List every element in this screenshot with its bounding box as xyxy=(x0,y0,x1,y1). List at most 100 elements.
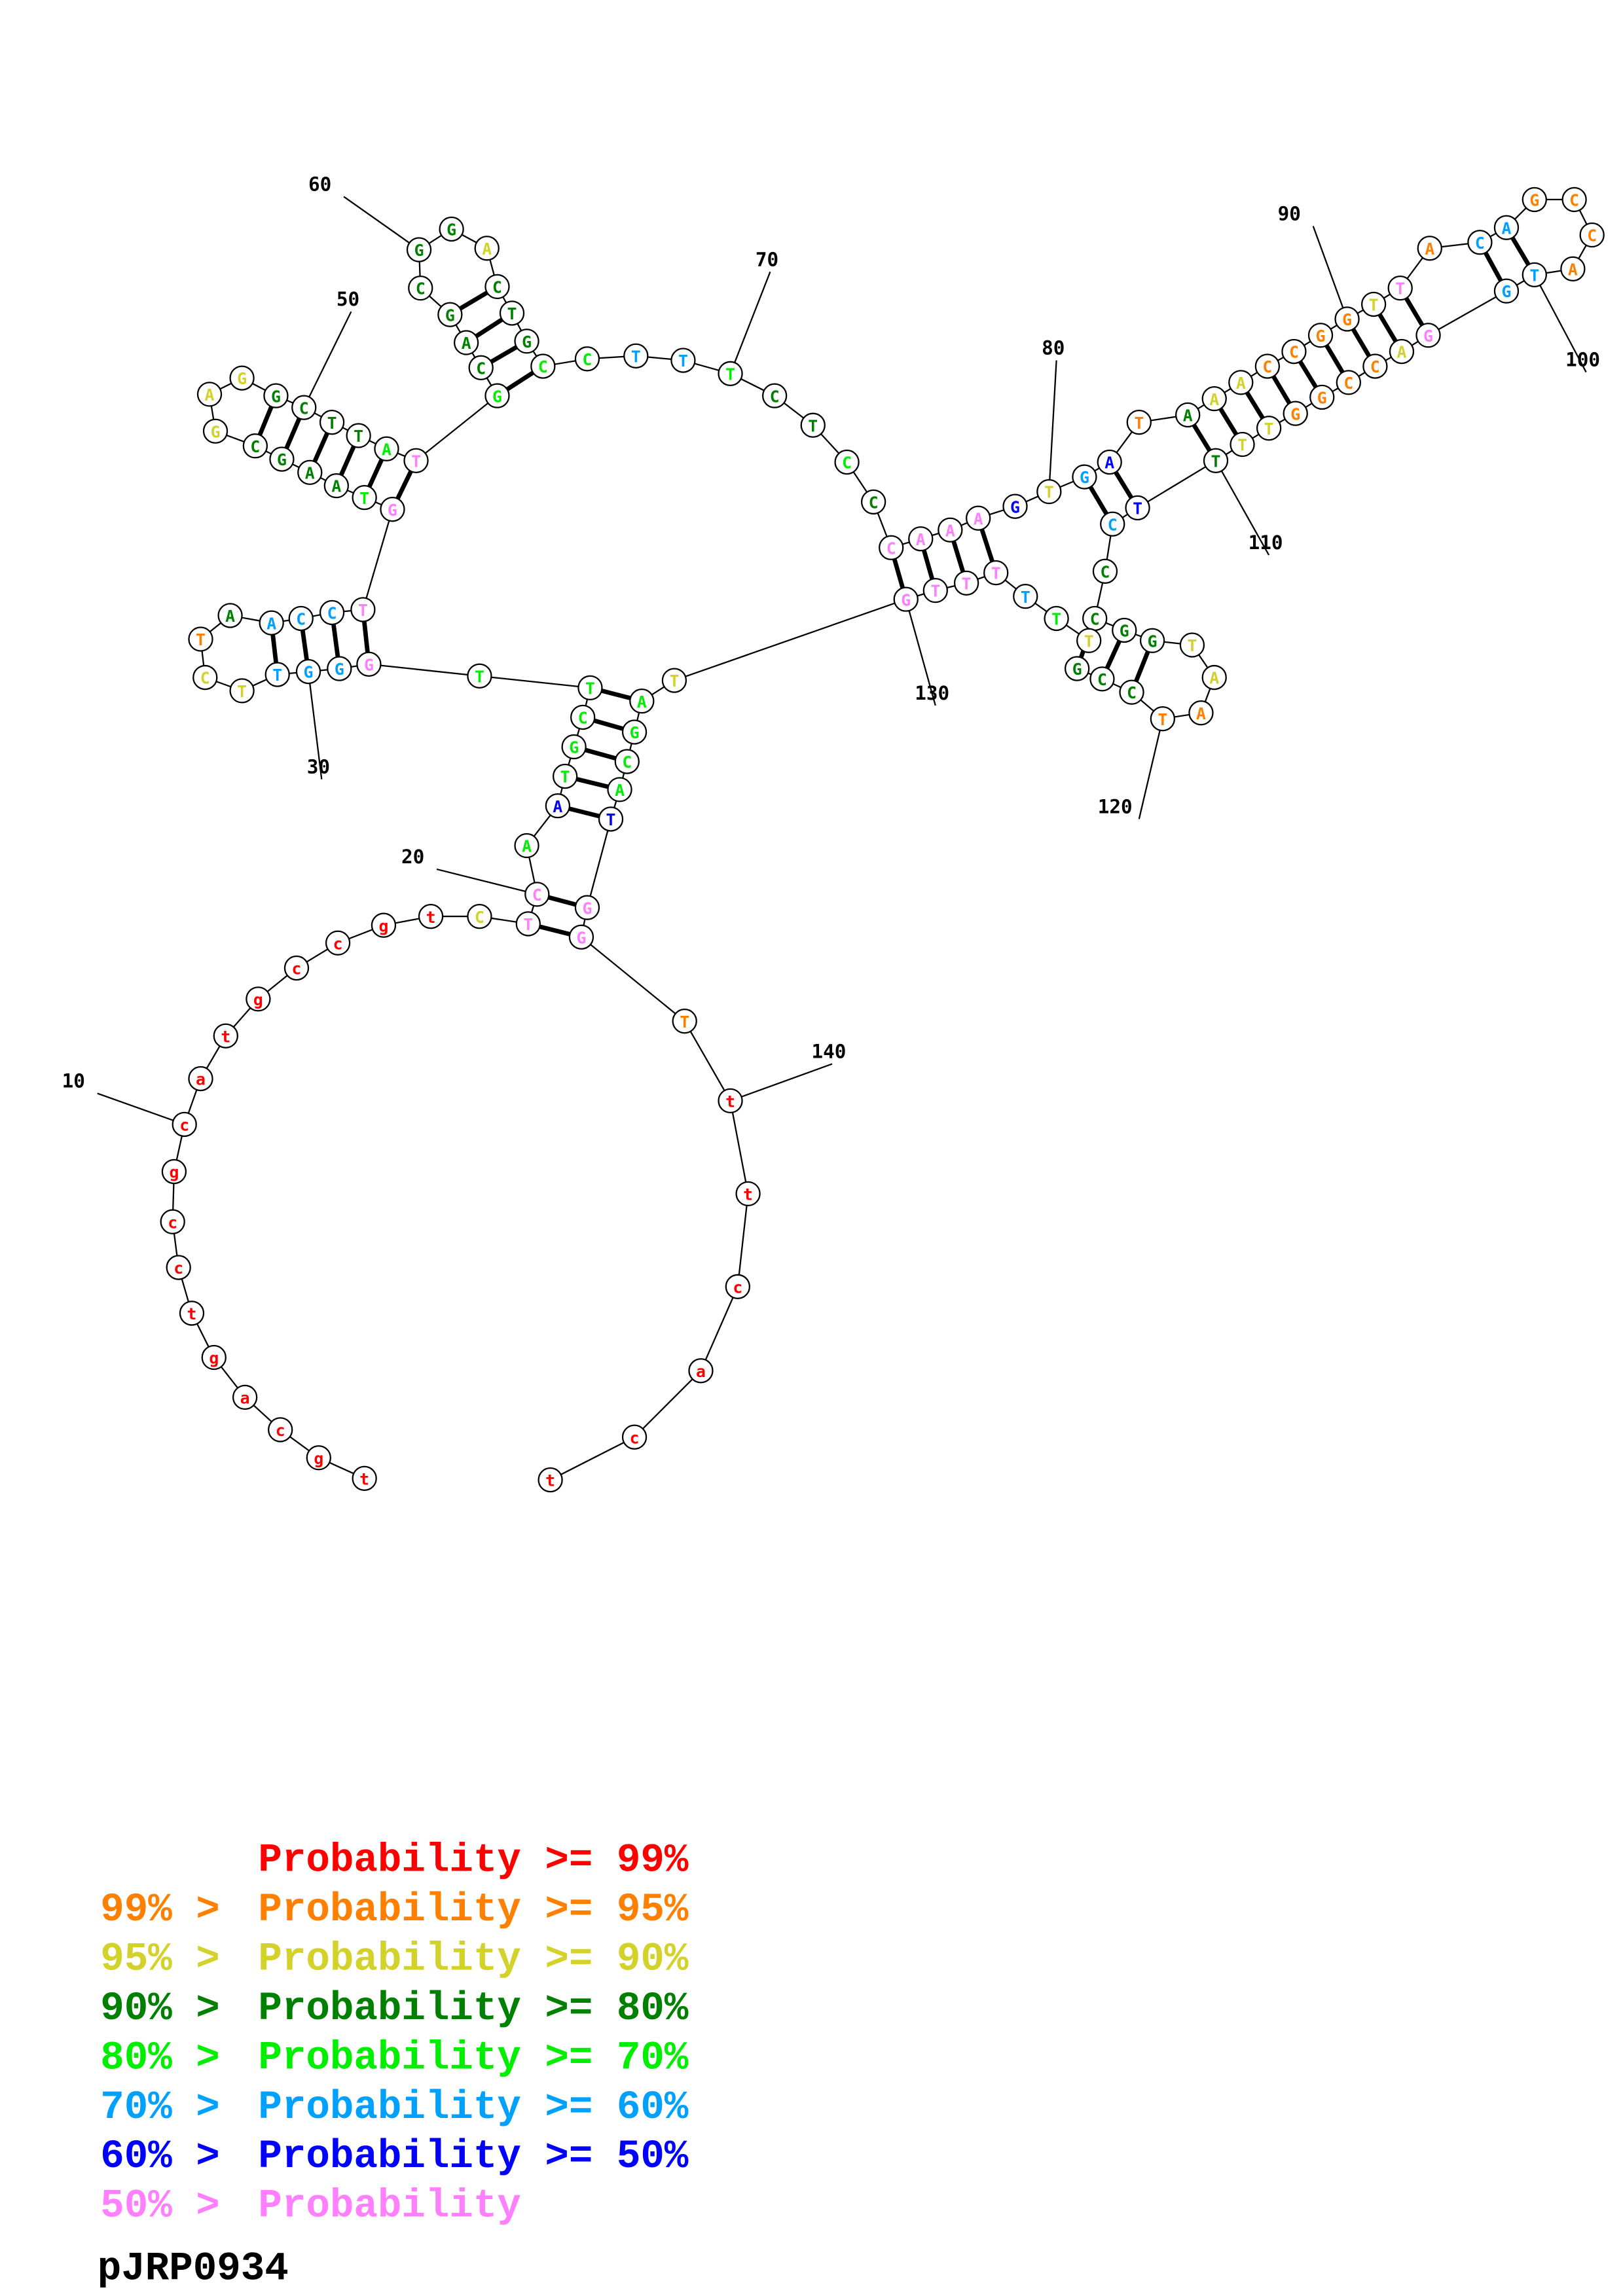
nucleotide-circle xyxy=(264,662,290,687)
nucleotide: a xyxy=(232,1384,258,1410)
nucleotide-letter: A xyxy=(1183,406,1193,425)
position-label: 80 xyxy=(1042,337,1065,359)
nucleotide-letter: G xyxy=(1080,468,1089,487)
position-label: 130 xyxy=(915,682,949,704)
nucleotide: T xyxy=(800,412,826,438)
nucleotide-letter: G xyxy=(237,369,247,388)
nucleotide-circle xyxy=(259,610,284,636)
nucleotide: A xyxy=(323,473,349,499)
backbone-link xyxy=(1427,290,1507,336)
nucleotide-letter: C xyxy=(327,604,337,623)
nucleotide: A xyxy=(1417,236,1442,261)
nucleotide-circle xyxy=(1387,275,1413,301)
legend-prefix xyxy=(100,1838,196,1883)
nucleotide-letter: A xyxy=(1196,704,1206,723)
nucleotide-circle xyxy=(1089,666,1115,692)
nucleotide: G xyxy=(1002,493,1028,519)
nucleotide: C xyxy=(1579,222,1605,248)
nucleotide: T xyxy=(1044,605,1069,632)
nucleotide-circle xyxy=(297,459,323,485)
nucleotide-letter: G xyxy=(582,899,592,918)
nucleotide-letter: C xyxy=(492,278,502,297)
nucleotide-letter: t xyxy=(359,1469,369,1488)
position-tick xyxy=(436,868,538,895)
backbone-link xyxy=(737,1193,749,1287)
nucleotide-circle xyxy=(1072,464,1097,490)
nucleotide: G xyxy=(437,302,463,327)
nucleotide: T xyxy=(1360,291,1387,317)
nucleotide: A xyxy=(1188,700,1214,726)
nucleotide-letter: T xyxy=(991,564,1001,583)
nucleotide: T xyxy=(515,911,541,937)
nucleotide-letter: G xyxy=(630,723,640,742)
nucleotide: C xyxy=(1100,511,1125,537)
backbone-link xyxy=(634,1370,702,1438)
nucleotide-letter: T xyxy=(1158,710,1167,729)
nucleotide-letter: T xyxy=(930,582,940,601)
nucleotide: T xyxy=(264,662,290,687)
nucleotide-circle xyxy=(1493,278,1520,304)
nucleotide-circle xyxy=(574,895,600,920)
nucleotide: T xyxy=(350,597,376,622)
nucleotide: t xyxy=(418,904,444,929)
nucleotide-circle xyxy=(467,904,492,929)
nucleotide-letter: t xyxy=(545,1471,555,1490)
nucleotide: C xyxy=(530,353,556,379)
nucleotide-letter: T xyxy=(1021,588,1030,607)
legend-prefix: 50% > xyxy=(100,2184,244,2229)
nucleotide: T xyxy=(1387,275,1413,301)
nucleotide-letter: T xyxy=(1044,483,1054,502)
nucleotide: C xyxy=(1561,187,1587,213)
position-label: 30 xyxy=(307,756,330,778)
nucleotide-letter: T xyxy=(631,347,641,366)
nucleotide-circle xyxy=(661,668,687,693)
nucleotide-circle xyxy=(762,383,788,408)
nucleotide: G xyxy=(1283,401,1308,426)
position-label: 120 xyxy=(1098,795,1133,817)
nucleotide-letter: T xyxy=(1134,414,1144,433)
nucleotide-circle xyxy=(1013,583,1038,609)
nucleotide-letter: A xyxy=(916,530,926,549)
nucleotide: G xyxy=(574,895,600,920)
nucleotide-circle xyxy=(552,763,578,789)
nucleotide-letter: T xyxy=(1529,266,1539,285)
nucleotide: T xyxy=(983,560,1009,586)
nucleotide-circle xyxy=(938,517,963,543)
nucleotide-circle xyxy=(325,930,351,956)
nucleotide-circle xyxy=(418,904,444,929)
nucleotide-letter: A xyxy=(1396,343,1406,362)
nucleotide-letter: A xyxy=(1209,390,1219,409)
nucleotide-letter: T xyxy=(808,416,818,435)
nucleotide: g xyxy=(246,986,271,1012)
nucleotide: A xyxy=(259,610,284,636)
probability-legend: Probability >= 99%99% > Probability >= 9… xyxy=(100,1838,689,2229)
nucleotide-circle xyxy=(879,535,904,560)
nucleotide-letter: C xyxy=(622,753,632,772)
nucleotide: C xyxy=(879,535,904,560)
nucleotide-letter: T xyxy=(237,682,247,701)
nucleotide: C xyxy=(1119,679,1144,705)
legend-prefix: 99% > xyxy=(100,1888,244,1933)
nucleotide-circle xyxy=(688,1358,714,1384)
nucleotide-letter: A xyxy=(1502,219,1512,238)
nucleotide-letter: C xyxy=(1343,374,1353,393)
nucleotide-letter: T xyxy=(359,489,369,508)
nucleotide-circle xyxy=(1097,449,1122,475)
nucleotide-circle xyxy=(269,446,295,472)
nucleotide: c xyxy=(160,1209,185,1234)
nucleotide-letter: t xyxy=(426,908,436,927)
nucleotide-circle xyxy=(1493,215,1520,240)
nucleotide-letter: T xyxy=(678,351,688,370)
nucleotide-letter: T xyxy=(1133,499,1142,518)
nucleotide-circle xyxy=(1002,493,1028,519)
nucleotide-circle xyxy=(1036,478,1062,505)
nucleotide: A xyxy=(514,833,539,859)
nucleotide: C xyxy=(484,274,510,300)
nucleotide-circle xyxy=(568,924,594,950)
position-tick xyxy=(343,196,420,251)
nucleotide-circle xyxy=(524,882,550,907)
nucleotide-circle xyxy=(545,793,571,819)
nucleotide-letter: A xyxy=(1104,454,1114,473)
